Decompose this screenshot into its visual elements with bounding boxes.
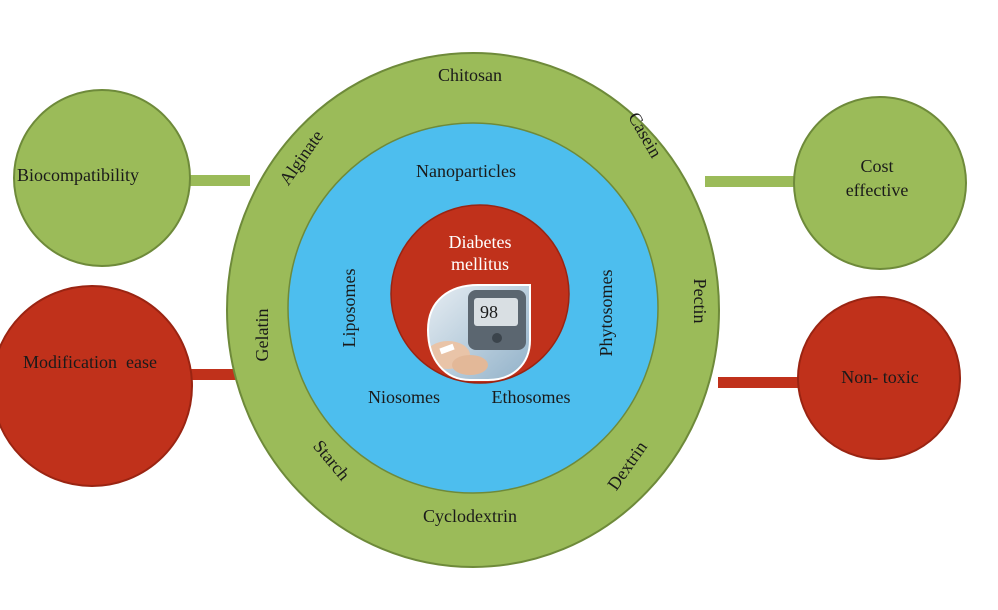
connector-modification-ease bbox=[188, 369, 243, 380]
meter-reading: 98 bbox=[480, 302, 498, 322]
connector-biocompatibility bbox=[188, 175, 250, 186]
label-chitosan: Chitosan bbox=[438, 65, 502, 85]
label-gelatin: Gelatin bbox=[252, 309, 272, 362]
label-non-toxic: Non- toxic bbox=[841, 367, 918, 387]
center-title-line1: Diabetes bbox=[449, 232, 512, 252]
label-phytosomes: Phytosomes bbox=[596, 269, 616, 356]
label-cost-effective-line1: Cost bbox=[860, 156, 893, 176]
label-niosomes: Niosomes bbox=[368, 387, 440, 407]
property-circle-modification-ease bbox=[0, 285, 193, 487]
label-ethosomes: Ethosomes bbox=[492, 387, 571, 407]
connector-cost-effective bbox=[705, 176, 797, 187]
label-modification-ease: Modification ease bbox=[23, 352, 157, 372]
property-circle-non-toxic bbox=[797, 296, 961, 460]
glucose-meter-photo-icon: 98 bbox=[426, 284, 531, 381]
label-nanoparticles: Nanoparticles bbox=[416, 161, 516, 181]
center-title-line2: mellitus bbox=[451, 254, 509, 274]
property-circle-biocompatibility bbox=[13, 89, 191, 267]
property-circle-cost-effective bbox=[793, 96, 967, 270]
label-cost-effective-line2: effective bbox=[846, 180, 909, 200]
label-pectin: Pectin bbox=[690, 279, 710, 324]
label-cyclodextrin: Cyclodextrin bbox=[423, 506, 517, 526]
connector-non-toxic bbox=[718, 377, 798, 388]
label-biocompatibility: Biocompatibility bbox=[17, 165, 139, 185]
label-liposomes: Liposomes bbox=[339, 269, 359, 348]
